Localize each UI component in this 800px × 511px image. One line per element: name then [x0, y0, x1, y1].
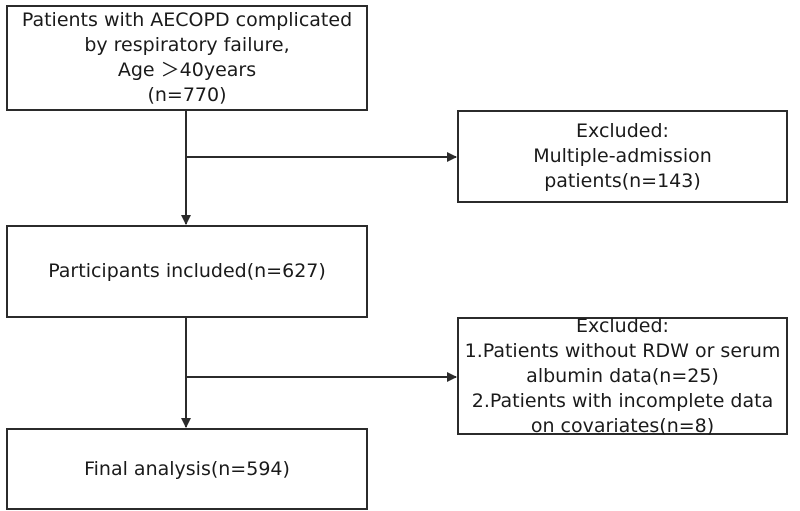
exclusion-1-line: Multiple-admission [533, 145, 712, 167]
included-box-text: Participants included(n=627) [48, 259, 326, 284]
exclusion-2-line: 2.Patients with incomplete data [471, 389, 774, 412]
exclusion-1-line: Excluded: [576, 120, 669, 142]
exclusion-box-2-text: Excluded: 1.Patients without RDW or seru… [465, 314, 781, 439]
start-box: Patients with AECOPD complicated by resp… [6, 5, 368, 111]
start-box-line: Patients with AECOPD complicated [21, 9, 353, 31]
start-box-line: (n=770) [147, 84, 227, 106]
exclusion-1-line: patients(n=143) [544, 170, 701, 192]
exclusion-box-1: Excluded: Multiple-admission patients(n=… [457, 110, 788, 203]
exclusion-box-2: Excluded: 1.Patients without RDW or seru… [457, 315, 788, 437]
exclusion-2-line: albumin data(n=25) [526, 364, 719, 387]
final-box-text: Final analysis(n=594) [84, 457, 290, 482]
start-box-line: by respiratory failure, [84, 34, 290, 56]
start-box-line: Age ＞40years [117, 59, 257, 81]
exclusion-box-1-text: Excluded: Multiple-admission patients(n=… [533, 119, 712, 194]
included-line: Participants included(n=627) [48, 260, 326, 282]
exclusion-2-line: on covariates(n=8) [530, 414, 715, 437]
exclusion-2-line: 1.Patients without RDW or serum [464, 339, 781, 362]
final-analysis-box: Final analysis(n=594) [6, 428, 368, 510]
exclusion-2-line: Excluded: [576, 314, 669, 337]
final-line: Final analysis(n=594) [84, 457, 290, 480]
included-box: Participants included(n=627) [6, 225, 368, 318]
start-box-text: Patients with AECOPD complicated by resp… [22, 8, 352, 108]
